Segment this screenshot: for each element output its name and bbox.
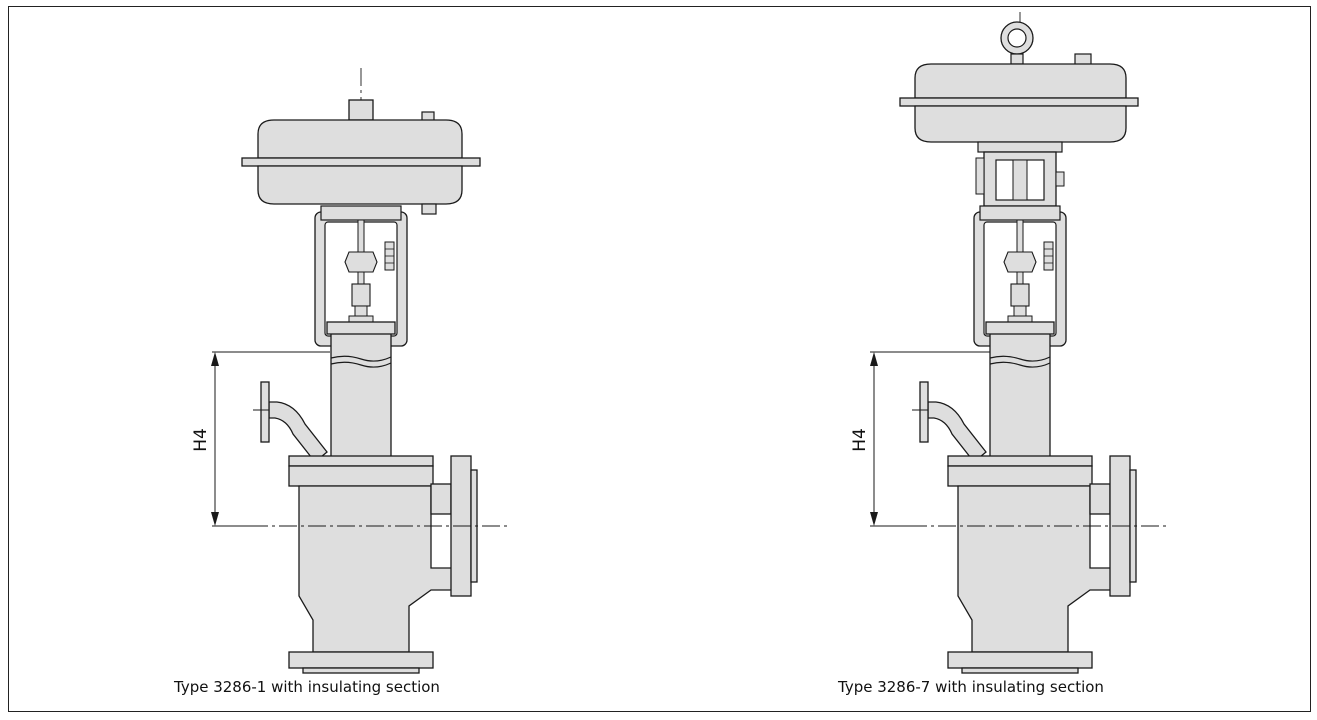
valve-left [211, 68, 512, 674]
caption-right: Type 3286-7 with insulating section [838, 678, 1104, 696]
dimension-h4-right [870, 351, 990, 527]
dimension-label-right: H4 [850, 428, 870, 452]
dimension-h4-left [211, 351, 330, 527]
actuator-right [899, 21, 1139, 207]
caption-left: Type 3286-1 with insulating section [174, 678, 440, 696]
dimension-label-left: H4 [191, 428, 211, 452]
valve-right [870, 12, 1171, 674]
actuator-left [241, 99, 481, 215]
